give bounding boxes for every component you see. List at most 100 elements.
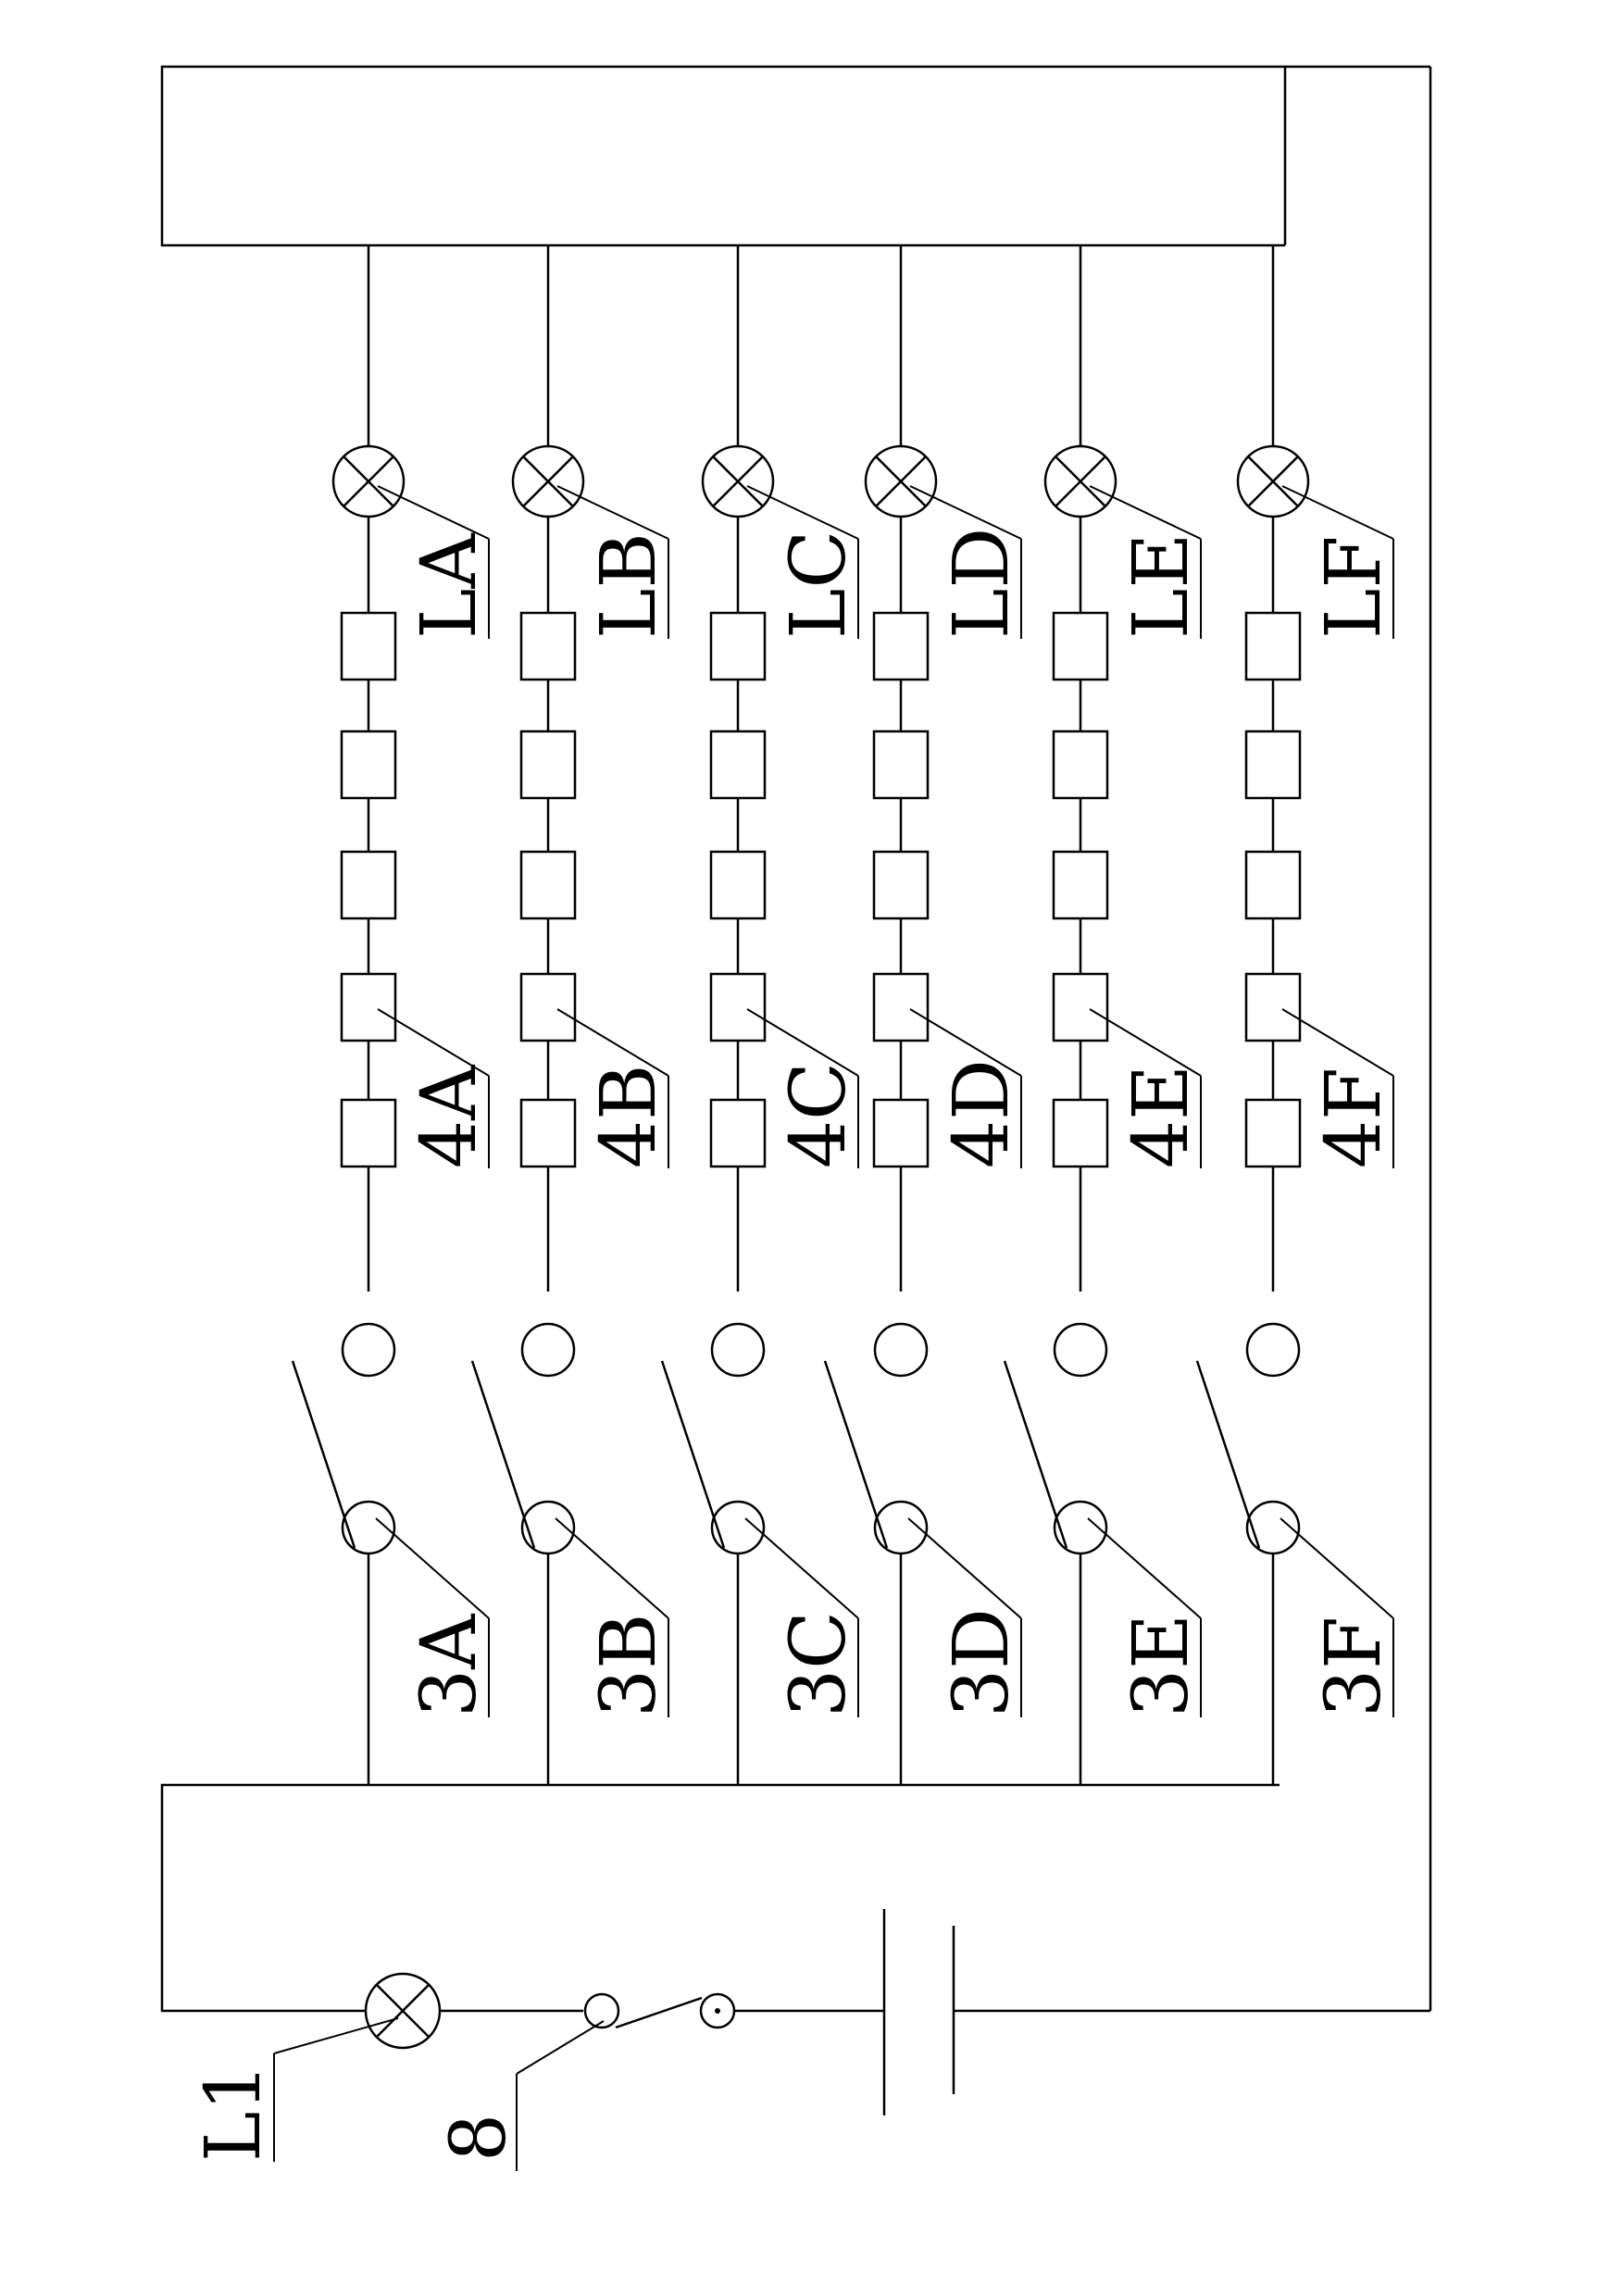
contact-label: 4D <box>938 1059 1026 1168</box>
contact-label: 4A <box>406 1064 493 1168</box>
contact-leader <box>746 1008 859 1077</box>
contact-label: 4F <box>1310 1067 1398 1168</box>
switch-blade <box>1195 1360 1261 1549</box>
contact-box <box>1052 972 1109 1042</box>
switch-leader <box>744 1517 859 1619</box>
switch-leader <box>555 1517 669 1619</box>
contact-box <box>340 972 397 1042</box>
contact-box <box>872 972 930 1042</box>
switch-terminal <box>873 1322 929 1378</box>
switch-terminal <box>520 1322 576 1378</box>
lamp-label: LA <box>406 532 493 639</box>
lamp-cross <box>712 455 764 507</box>
switch-leader <box>907 1517 1022 1619</box>
contact-box <box>709 972 767 1042</box>
switch-terminal <box>1245 1322 1301 1378</box>
branch-d: LD 4D 3D <box>823 245 1026 1785</box>
contact-box <box>519 611 577 681</box>
switch-leader <box>516 2020 605 2075</box>
contact-box <box>340 850 397 920</box>
contact-leader <box>556 1008 669 1077</box>
lamp-cross <box>343 455 394 507</box>
switch-label: 3E <box>1117 1614 1205 1717</box>
switch-label: 8 <box>435 2114 523 2162</box>
contact-box <box>1244 611 1302 681</box>
switch-label: 3C <box>775 1611 863 1717</box>
lamp-label: LF <box>1310 536 1398 639</box>
lamp-label: LE <box>1117 533 1205 639</box>
supply-section: L1 8 <box>190 1909 955 2171</box>
switch-8: 8 <box>435 1992 736 2171</box>
contact-box <box>709 850 767 920</box>
contact-box <box>709 611 767 681</box>
lamp-cross <box>875 455 927 507</box>
lamp-label: LD <box>938 528 1026 639</box>
switch-terminal <box>1053 1322 1108 1378</box>
switch-leader <box>375 1517 490 1619</box>
contact-label: 4C <box>775 1062 863 1168</box>
contact-box <box>1244 730 1302 800</box>
contact-box <box>1052 850 1109 920</box>
switch-blade <box>291 1360 356 1549</box>
contact-label: 4B <box>585 1065 673 1168</box>
switch-terminal-dot <box>715 2008 720 2014</box>
switch-terminal <box>710 1322 766 1378</box>
lamp-leader <box>1089 485 1202 540</box>
switch-leader <box>1087 1517 1202 1619</box>
contact-label: 4E <box>1117 1065 1205 1168</box>
contact-box <box>1244 972 1302 1042</box>
lamp-label: LC <box>775 530 863 639</box>
switch-label: 3D <box>938 1608 1026 1717</box>
branch-c: LC 4C 3C <box>660 245 863 1785</box>
switch-terminal <box>341 1322 396 1378</box>
switch-blade <box>660 1360 726 1549</box>
lamp-cross <box>376 1984 430 2038</box>
contact-leader <box>1089 1008 1202 1077</box>
lamp-leader <box>746 485 859 540</box>
bottom-bus <box>160 1783 1280 2013</box>
lamp-leader <box>909 485 1022 540</box>
switch-blade <box>823 1360 889 1549</box>
switch-leader <box>1280 1517 1394 1619</box>
switch-label: 3B <box>585 1614 673 1717</box>
branch-a: LA 4A 3A <box>291 245 493 1785</box>
contact-box <box>519 730 577 800</box>
contact-box <box>872 1098 930 1168</box>
switch-label: 3A <box>406 1613 493 1717</box>
lamp-leader <box>377 485 490 540</box>
contact-box <box>519 972 577 1042</box>
contact-box <box>872 730 930 800</box>
branch-e: LE 4E 3E <box>1003 245 1205 1785</box>
switch-terminal <box>583 1992 620 2029</box>
lamp-label: LB <box>585 532 673 639</box>
contact-box <box>1052 730 1109 800</box>
switch-blade <box>615 1996 703 2029</box>
branch-b: LB 4B 3B <box>470 245 673 1785</box>
contact-leader <box>377 1008 490 1077</box>
lamp-leader <box>273 2017 399 2054</box>
contact-box <box>519 1098 577 1168</box>
switch-blade <box>470 1360 536 1549</box>
contact-box <box>519 850 577 920</box>
contact-box <box>872 611 930 681</box>
contact-leader <box>1281 1008 1394 1077</box>
contact-leader <box>909 1008 1022 1077</box>
contact-box <box>1052 611 1109 681</box>
battery-symbol <box>882 1909 955 2115</box>
contact-box <box>340 611 397 681</box>
contact-box <box>340 730 397 800</box>
contact-box <box>340 1098 397 1168</box>
lamp-cross <box>1247 455 1299 507</box>
lamp-cross <box>1055 455 1106 507</box>
contact-box <box>1052 1098 1109 1168</box>
frame <box>160 65 1432 2013</box>
contact-box <box>1244 1098 1302 1168</box>
lamp-leader <box>556 485 669 540</box>
contact-box <box>872 850 930 920</box>
contact-box <box>709 730 767 800</box>
lamp-label: L1 <box>190 2063 278 2162</box>
switch-blade <box>1003 1360 1068 1549</box>
